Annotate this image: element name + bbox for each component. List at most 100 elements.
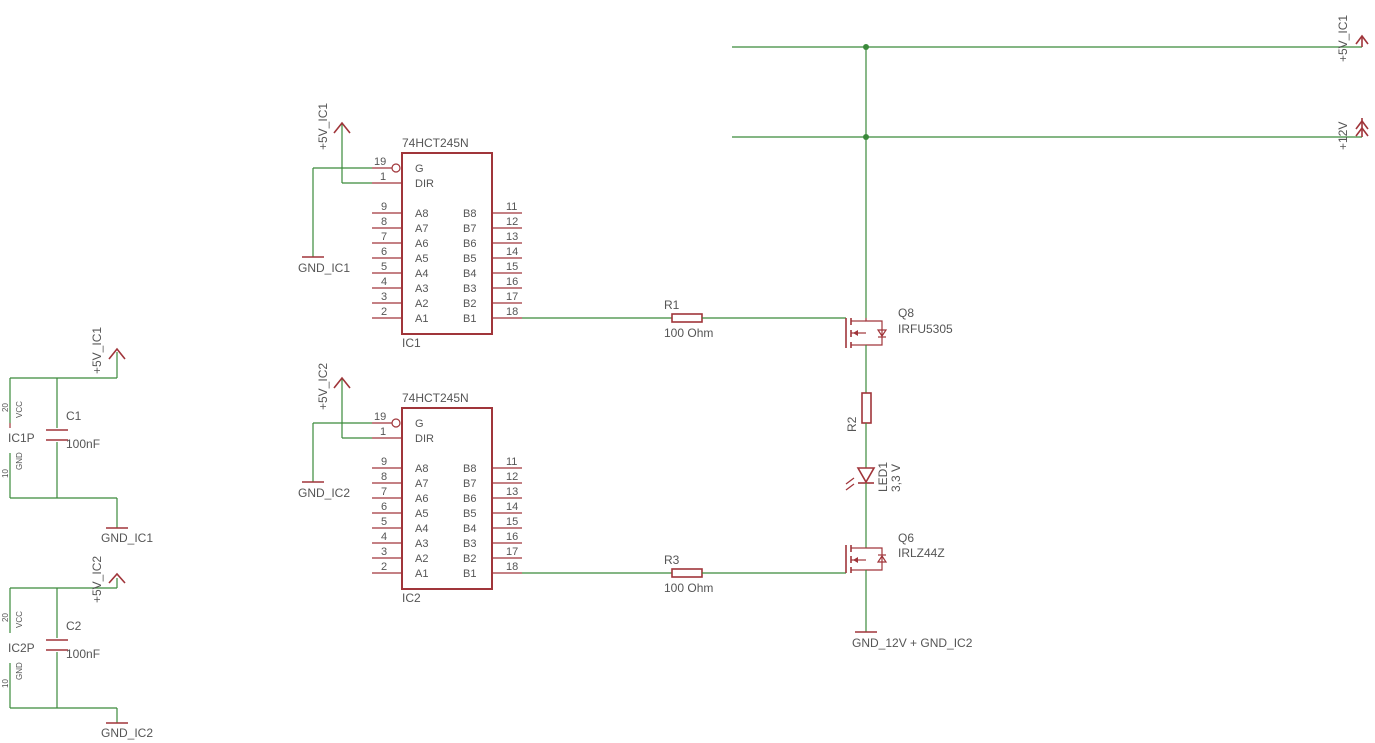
pin-number: 4 (381, 276, 387, 288)
gnd-label: GND_IC1 (298, 261, 350, 275)
vcc-label: +5V_IC2 (316, 363, 330, 410)
pin-number: 20 (1, 403, 10, 412)
vcc-label: +5V_IC1 (316, 103, 330, 150)
pin-label: B5 (463, 508, 476, 520)
vcc-label: +5V_IC1 (90, 327, 104, 374)
pin-number: 18 (506, 306, 518, 318)
pin-number: 10 (1, 469, 10, 478)
pin-label: DIR (415, 178, 434, 190)
cap-name: C2 (66, 619, 82, 633)
pin-label: A7 (415, 223, 428, 235)
pin-number: 19 (374, 411, 386, 423)
pin-number: 14 (506, 246, 518, 258)
pin-label: B4 (463, 268, 476, 280)
junction-dot (863, 134, 869, 140)
pin-label: B6 (463, 238, 476, 250)
gnd-label: GND_IC1 (101, 531, 153, 545)
gnd-label: GND_IC2 (298, 486, 350, 500)
rail-label-5v: +5V_IC1 (1336, 15, 1350, 62)
pin-number: 11 (506, 201, 517, 213)
ic1-power-block: 20 VCC 10 GND IC1P C1 100nF +5V_IC1 GND_… (1, 327, 153, 545)
pin-label: A7 (415, 478, 428, 490)
pin-number: 14 (506, 501, 518, 513)
resistor-value: 100 Ohm (664, 581, 713, 595)
pin-number: 13 (506, 486, 518, 498)
cap-value: 100nF (66, 647, 100, 661)
pin-number: 11 (506, 456, 517, 468)
pin-number: 3 (381, 546, 387, 558)
pin-number: 1 (380, 171, 386, 183)
pin-label: A1 (415, 313, 428, 325)
pin-label: A5 (415, 508, 428, 520)
gnd-label: GND_IC2 (101, 726, 153, 740)
pin-number: 3 (381, 291, 387, 303)
pin-number: 2 (381, 561, 387, 573)
pin-label: B8 (463, 208, 476, 220)
led1-diode: LED1 3,3 V (845, 462, 903, 548)
pin-label: A2 (415, 553, 428, 565)
mosfet-name: Q6 (898, 531, 914, 545)
pin-number: 18 (506, 561, 518, 573)
r3-resistor: R3 100 Ohm (522, 553, 846, 595)
pin-number: 15 (506, 261, 518, 273)
pin-label: B4 (463, 523, 476, 535)
pin-label: VCC (15, 401, 24, 418)
power-rails: +5V_IC1 +12V (732, 15, 1369, 318)
pin-number: 4 (381, 531, 387, 543)
pin-label: B7 (463, 223, 476, 235)
pin-number: 10 (1, 679, 10, 688)
pin-label: A3 (415, 538, 428, 550)
pin-number: 7 (381, 231, 387, 243)
part-name: IC1P (8, 431, 35, 445)
rail-label-12v: +12V (1336, 122, 1350, 150)
ic1-chip: 74HCT245N IC1 19 G 1 DIR 9A88A77A66A55A4… (298, 103, 522, 350)
pin-number: 16 (506, 276, 518, 288)
ic-name: IC2 (402, 591, 421, 605)
pin-label: G (415, 163, 424, 175)
pin-label: B7 (463, 478, 476, 490)
pin-number: 7 (381, 486, 387, 498)
pin-label: A6 (415, 493, 428, 505)
pin-label: B8 (463, 463, 476, 475)
ic-value: 74HCT245N (402, 136, 469, 150)
pin-number: 5 (381, 516, 387, 528)
pin-label: DIR (415, 433, 434, 445)
pin-number: 2 (381, 306, 387, 318)
pin-label: A4 (415, 268, 428, 280)
pin-label: GND (15, 662, 24, 680)
resistor-name: R1 (664, 298, 680, 312)
pin-number: 6 (381, 246, 387, 258)
pin-number: 16 (506, 531, 518, 543)
pin-label: VCC (15, 611, 24, 628)
resistor-value: 100 Ohm (664, 326, 713, 340)
part-name: IC2P (8, 641, 35, 655)
ic2-chip: 74HCT245N IC2 19 G 1 DIR 9A88A77A66A55A4… (298, 363, 522, 605)
pin-label: A3 (415, 283, 428, 295)
r2-resistor: R2 (845, 392, 872, 468)
pin-number: 1 (380, 426, 386, 438)
led-name: LED1 (876, 462, 890, 492)
pin-number: 12 (506, 216, 518, 228)
resistor-name: R3 (664, 553, 680, 567)
supply-arrow-12v-rail: +12V (1336, 118, 1369, 150)
pin-label: B1 (463, 313, 476, 325)
pin-number: 20 (1, 613, 10, 622)
gnd-label: GND_12V + GND_IC2 (852, 636, 973, 650)
vcc-label: +5V_IC2 (90, 556, 104, 603)
pin-label: G (415, 418, 424, 430)
mosfet-value: IRFU5305 (898, 322, 953, 336)
resistor-name: R2 (845, 416, 859, 432)
pin-label: A4 (415, 523, 428, 535)
pin-number: 13 (506, 231, 518, 243)
pin-number: 19 (374, 156, 386, 168)
pin-number: 15 (506, 516, 518, 528)
pin-label: B6 (463, 493, 476, 505)
pin-label: A8 (415, 463, 428, 475)
pin-number: 8 (381, 216, 387, 228)
pin-number: 6 (381, 501, 387, 513)
pin-label: GND (15, 452, 24, 470)
q8-mosfet: Q8 IRFU5305 (845, 306, 953, 393)
